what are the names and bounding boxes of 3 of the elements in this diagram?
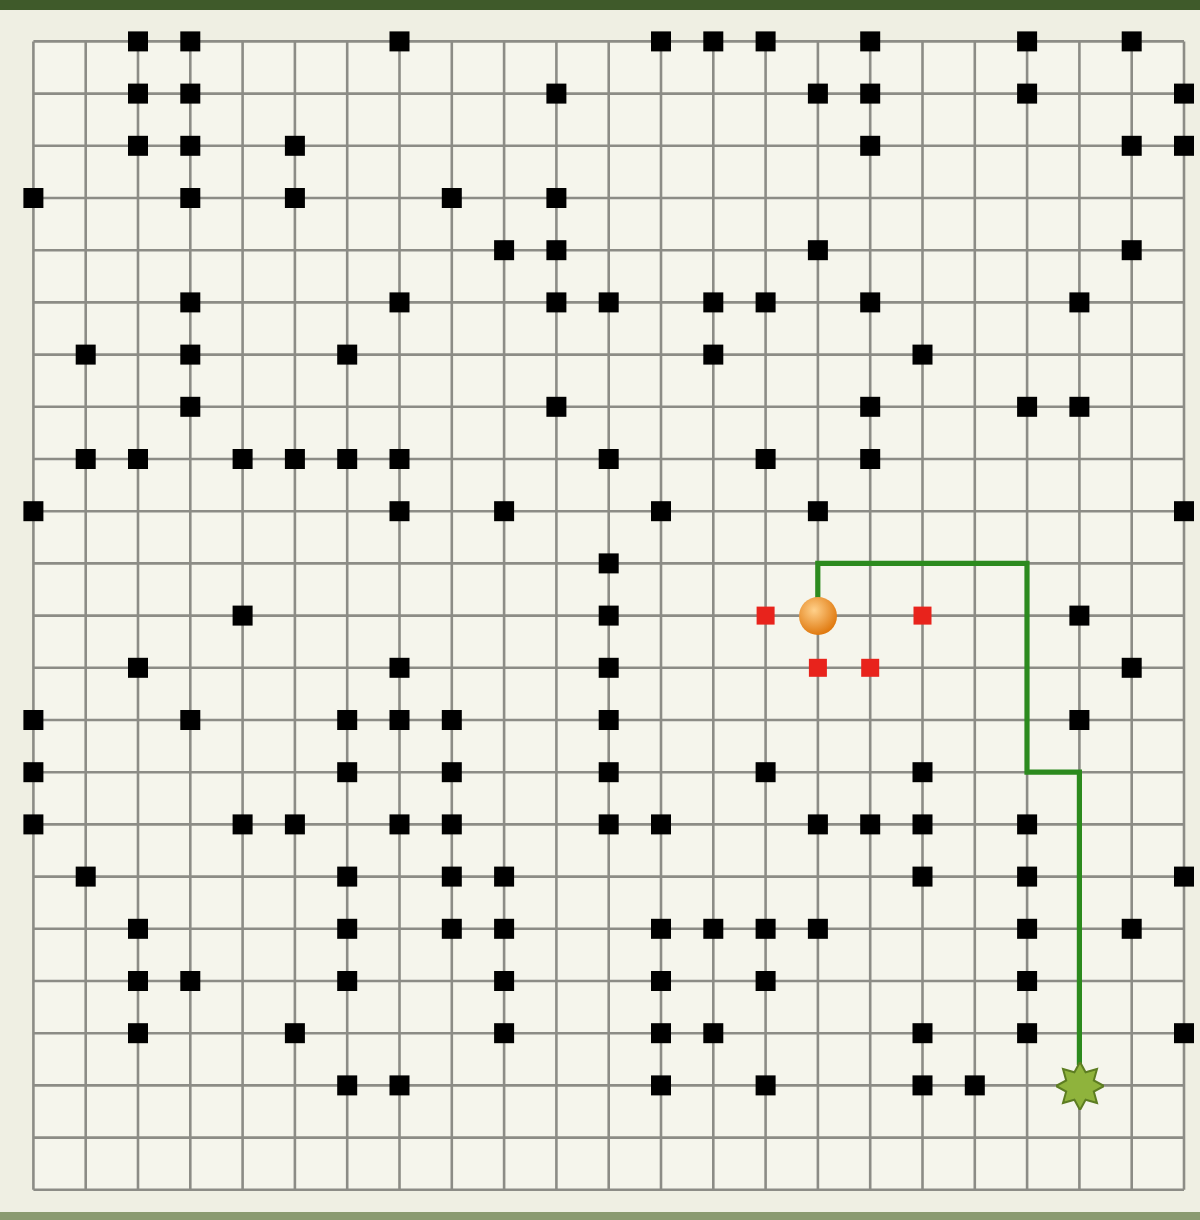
- start-circle: [797, 595, 838, 636]
- path-line: [815, 560, 1082, 1065]
- goal-star: [1055, 1061, 1104, 1110]
